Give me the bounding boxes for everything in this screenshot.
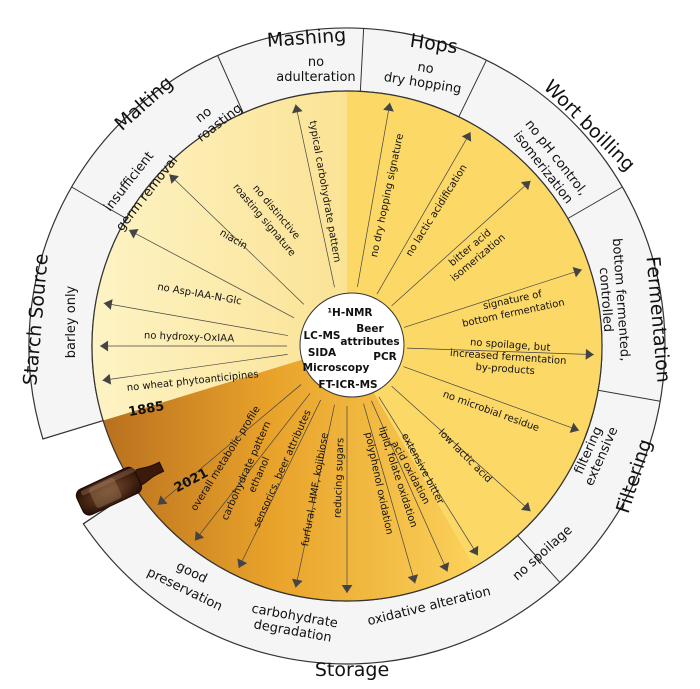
spoke-spoil-3: by-products [475, 362, 535, 377]
ring-hops-1: no [416, 60, 434, 77]
ring-mashing-1: no [308, 55, 324, 70]
spoke-arrowhead-9 [572, 267, 582, 278]
spoke-arrowhead-20 [157, 495, 168, 505]
spoke-line-6 [357, 102, 391, 287]
spoke-line-3 [128, 229, 295, 319]
stage-storage: Storage [315, 659, 389, 681]
spoke-line-9 [403, 269, 583, 328]
spoke-arrowhead-16 [341, 584, 353, 593]
spoke-arrowhead-2 [103, 299, 113, 310]
spoke-line-2 [103, 302, 288, 336]
spoke-line-19 [194, 393, 311, 541]
spoke-line-7 [376, 131, 471, 295]
spoke-hydroxy: no hydroxy-OxIAA [144, 330, 235, 344]
ring-mashing-2: adulteration [276, 70, 355, 85]
method-nmr: ¹H-NMR [327, 307, 372, 319]
spoke-arrowhead-6 [383, 102, 394, 112]
spoke-arrowhead-11 [569, 422, 580, 433]
method-sida: SIDA [308, 347, 337, 359]
spoke-line-17 [295, 404, 335, 588]
spoke-arrowhead-5 [292, 104, 303, 114]
spoke-line-4 [169, 174, 305, 305]
spoke-line-15 [363, 403, 416, 584]
ring-divider-0 [71, 186, 127, 219]
spoke-line-18 [238, 399, 322, 569]
methods-hub: ¹H-NMR Beer attributes LC-MS SIDA PCR Mi… [299, 292, 405, 398]
ring-divider-3 [458, 59, 487, 118]
spoke-line-11 [403, 366, 580, 431]
spoke-line-10 [406, 347, 594, 355]
method-fticrms: FT-ICR-MS [318, 379, 377, 391]
inner-disk [91, 90, 603, 602]
spoke-arrowhead-14 [439, 562, 450, 572]
spoke-arrows [100, 102, 594, 593]
spoke-arrowhead-10 [585, 348, 594, 360]
spoke-line-5 [295, 104, 335, 288]
ring-divider-6 [517, 535, 561, 583]
ring-ferm-2: controlled [596, 267, 615, 333]
inner-disk-border [91, 90, 603, 602]
spoke-arrowhead-18 [237, 558, 248, 569]
method-lcms: LC-MS [303, 330, 340, 342]
spoke-arrowhead-15 [407, 574, 419, 584]
ring-starch: barley only [64, 285, 79, 358]
method-microscopy: Microscopy [303, 362, 370, 374]
spoke-arrowhead-7 [461, 132, 472, 142]
method-pcr: PCR [373, 351, 397, 363]
method-beer: Beer [356, 323, 384, 335]
spoke-arrowhead-13 [469, 545, 479, 556]
year-1885: 1885 [127, 399, 165, 420]
spoke-arrowhead-12 [520, 501, 531, 512]
method-attributes: attributes [340, 336, 399, 348]
ring-divider-5 [598, 389, 661, 402]
spoke-line-14 [371, 400, 448, 572]
spoke-arrowhead-3 [128, 229, 139, 239]
spoke-arrowhead-1 [100, 340, 109, 352]
spoke-line-13 [378, 396, 479, 556]
spoke-arrowhead-8 [520, 180, 531, 191]
spoke-reducing: reducing sugars [333, 438, 347, 519]
spoke-line-0 [102, 354, 288, 381]
ring-divider-1 [217, 55, 244, 114]
spoke-line-8 [391, 180, 531, 307]
spoke-line-20 [157, 384, 302, 506]
spoke-line-12 [391, 385, 531, 512]
spoke-arrowhead-0 [102, 373, 112, 385]
beer-bottle-icon [75, 461, 165, 516]
ring-divider-4 [567, 186, 623, 219]
spoke-arrowhead-17 [292, 578, 303, 588]
spoke-arrowhead-19 [194, 530, 205, 541]
ring-divider-2 [359, 28, 365, 92]
spoke-arrowhead-4 [169, 174, 179, 184]
sector-1885-pale [91, 91, 348, 421]
